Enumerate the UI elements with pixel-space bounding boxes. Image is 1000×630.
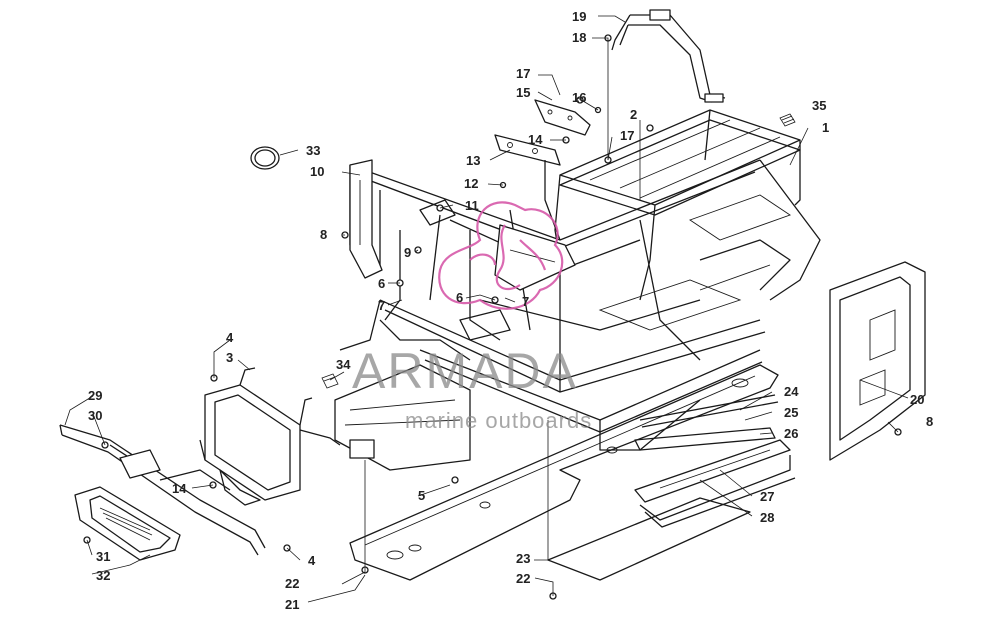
callout-8: 8 — [320, 227, 327, 242]
callout-12: 12 — [464, 176, 478, 191]
callout-14: 14 — [528, 132, 543, 147]
callout-25: 25 — [784, 405, 798, 420]
callout-14-left: 14 — [172, 481, 187, 496]
rail-part-24 — [639, 394, 779, 428]
watermark-logo-icon — [438, 201, 564, 310]
callout-17-right: 17 — [620, 128, 634, 143]
callout-labels: 1 2 3 4 4 5 6 6 7 7 8 8 9 10 11 12 13 14… — [88, 9, 933, 612]
watermark-brand: ARMADA — [352, 343, 578, 399]
callout-13: 13 — [466, 153, 480, 168]
callout-32: 32 — [96, 568, 110, 583]
decal-part-34 — [321, 373, 339, 389]
callout-33: 33 — [306, 143, 320, 158]
plate-part-13 — [494, 134, 561, 241]
callout-21: 21 — [285, 597, 299, 612]
main-frame-part-1 — [334, 109, 821, 471]
callout-7: 7 — [378, 298, 385, 313]
callout-29: 29 — [88, 388, 102, 403]
callout-8-right: 8 — [926, 414, 933, 429]
bracket-part-10 — [349, 159, 383, 279]
bracket-part-15 — [534, 99, 591, 136]
callout-26: 26 — [784, 426, 798, 441]
callout-30: 30 — [88, 408, 102, 423]
callout-28: 28 — [760, 510, 774, 525]
callout-22: 22 — [285, 576, 299, 591]
callout-24: 24 — [784, 384, 799, 399]
clamp-part-33 — [250, 146, 280, 170]
callout-9: 9 — [404, 245, 411, 260]
callout-6: 6 — [378, 276, 385, 291]
foot-rest-part-28 — [634, 439, 791, 503]
decal-part-35 — [779, 113, 796, 127]
callout-1: 1 — [822, 120, 829, 135]
callout-10: 10 — [310, 164, 324, 179]
callout-31: 31 — [96, 549, 110, 564]
grab-bar-part-19 — [611, 9, 726, 103]
callout-18: 18 — [572, 30, 586, 45]
callout-17: 17 — [516, 66, 530, 81]
side-panel-part-20 — [829, 261, 926, 461]
callout-4-lower: 4 — [308, 553, 316, 568]
callout-20: 20 — [910, 392, 924, 407]
callout-15: 15 — [516, 85, 530, 100]
front-grille-part-32 — [74, 486, 181, 561]
foot-rest-rail-part-27 — [639, 455, 796, 528]
leader-lines — [64, 15, 909, 603]
callout-34: 34 — [336, 357, 351, 372]
radiator-bracket-part-3 — [199, 367, 341, 506]
callout-35: 35 — [812, 98, 826, 113]
bumper-part-29 — [59, 424, 266, 556]
callout-22-right: 22 — [516, 571, 530, 586]
watermark: ARMADA marine outboards — [352, 201, 592, 433]
callout-5: 5 — [418, 488, 425, 503]
callout-7-right: 7 — [522, 294, 529, 309]
watermark-tagline: marine outboards — [405, 408, 592, 433]
callout-3: 3 — [226, 350, 233, 365]
skid-plate-part-23 — [547, 497, 751, 581]
callout-11: 11 — [465, 198, 479, 213]
callout-19: 19 — [572, 9, 586, 24]
callout-27: 27 — [760, 489, 774, 504]
callout-4: 4 — [226, 330, 234, 345]
rail-part-26 — [634, 427, 776, 451]
callout-16: 16 — [572, 90, 586, 105]
callout-6-center: 6 — [456, 290, 463, 305]
callout-23: 23 — [516, 551, 530, 566]
callout-2: 2 — [630, 107, 637, 122]
floor-pan-part-21 — [349, 364, 779, 581]
